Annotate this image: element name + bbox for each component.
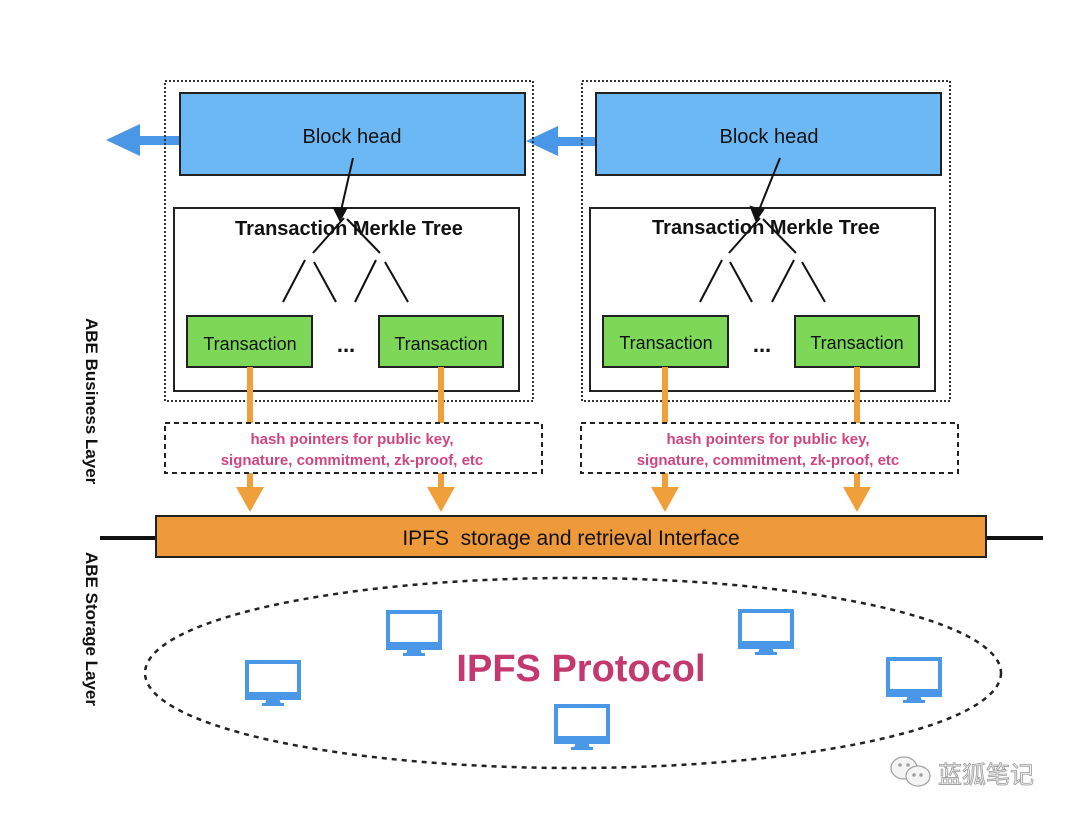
block-1: Block head Transaction Merkle Tree Trans…	[164, 80, 543, 512]
monitor-icon	[384, 610, 444, 658]
watermark-text: 蓝狐笔记	[938, 761, 1034, 789]
transaction-2: Transaction	[794, 315, 920, 368]
transaction-2: Transaction	[378, 315, 504, 368]
monitor-icon	[736, 609, 796, 657]
block-2: Block head Transaction Merkle Tree Trans…	[580, 80, 959, 512]
business-layer-label: ABE Business Layer	[82, 318, 101, 485]
transaction-label: Transaction	[394, 334, 487, 354]
monitor-icon	[884, 657, 944, 705]
hash-pointers-line-1: hash pointers for public key,	[250, 431, 453, 448]
transaction-label: Transaction	[203, 334, 296, 354]
block-head-label: Block head	[303, 126, 402, 148]
chain-arrow-left	[106, 124, 182, 156]
ipfs-interface-label: IPFS storage and retrieval Interface	[402, 527, 739, 550]
hash-pointers-line-2: signature, commitment, zk-proof, etc	[637, 452, 900, 469]
chain-arrow-middle	[526, 126, 598, 156]
hash-pointers-box: hash pointers for public key, signature,…	[580, 422, 959, 474]
ellipsis: ...	[753, 332, 771, 357]
merkle-tree-title: Transaction Merkle Tree	[652, 217, 880, 239]
ellipsis: ...	[337, 332, 355, 357]
merkle-tree-title: Transaction Merkle Tree	[235, 218, 463, 240]
ipfs-interface-bar: IPFS storage and retrieval Interface	[155, 515, 987, 558]
transaction-label: Transaction	[810, 333, 903, 353]
ipfs-protocol-label: IPFS Protocol	[456, 648, 705, 690]
monitor-icon	[552, 704, 612, 752]
monitor-icon	[243, 660, 303, 708]
hash-connectors	[236, 367, 455, 512]
hash-connectors	[651, 367, 871, 512]
storage-layer-label: ABE Storage Layer	[82, 552, 101, 706]
hash-pointers-box: hash pointers for public key, signature,…	[164, 422, 543, 474]
transaction-1: Transaction	[602, 315, 729, 368]
merkle-tree-lines	[699, 157, 826, 303]
hash-pointers-line-1: hash pointers for public key,	[666, 431, 869, 448]
watermark: 蓝狐笔记	[890, 756, 1034, 789]
merkle-tree-lines	[282, 157, 409, 303]
block-container	[581, 80, 951, 402]
hash-pointers-line-2: signature, commitment, zk-proof, etc	[221, 452, 484, 469]
block-head-label: Block head	[720, 126, 819, 148]
block-head: Block head	[595, 92, 942, 176]
transaction-1: Transaction	[186, 315, 313, 368]
transaction-label: Transaction	[619, 333, 712, 353]
wechat-icon	[890, 756, 931, 787]
ipfs-network-boundary	[143, 576, 1003, 770]
block-container	[164, 80, 534, 402]
